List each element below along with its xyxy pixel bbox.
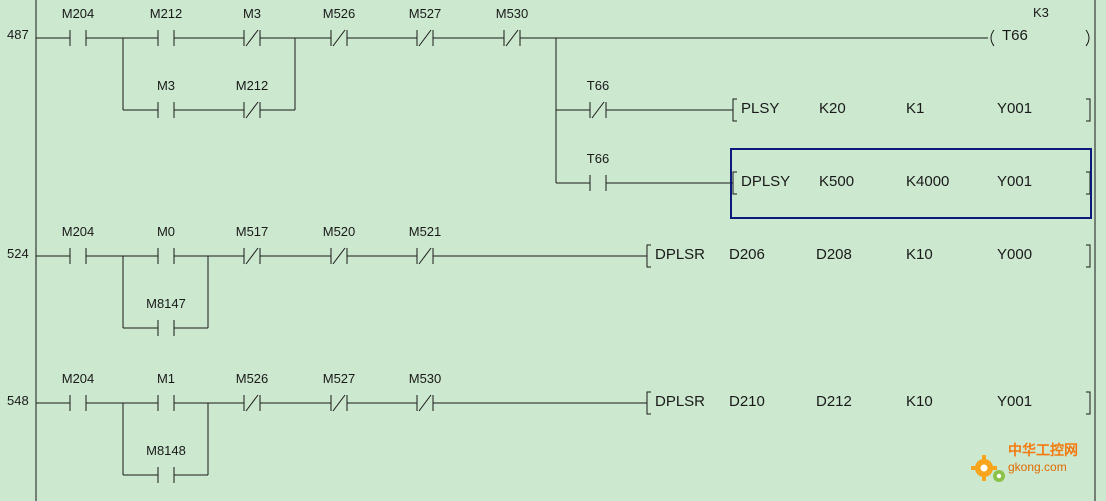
instruction-name[interactable]: DPLSY [741,173,791,190]
contact-label[interactable]: M520 [322,224,356,239]
step-number: 548 [7,393,29,408]
instruction-operand[interactable]: K20 [819,100,846,117]
contact-label[interactable]: M527 [322,371,356,386]
contact-label[interactable]: M8147 [146,296,186,311]
contact-label[interactable]: M8148 [146,443,186,458]
contact-label[interactable]: M212 [149,6,183,21]
contact-label[interactable]: M0 [156,224,176,239]
contact-label[interactable]: M3 [242,6,262,21]
instruction-operand[interactable]: K10 [906,393,933,410]
contact-label[interactable]: M530 [408,371,442,386]
instruction-operand[interactable]: D208 [816,246,852,263]
instruction-operand[interactable]: Y001 [997,173,1033,190]
instruction-name[interactable]: PLSY [741,100,780,117]
rung-524 [36,244,1091,336]
contact-label[interactable]: T66 [586,78,610,93]
rung-548 [36,391,1091,483]
contact-label[interactable]: M526 [235,371,269,386]
step-number: 487 [7,27,29,42]
contact-label[interactable]: T66 [586,151,610,166]
instruction-operand[interactable]: Y000 [997,246,1033,263]
selection-cursor[interactable] [730,148,1092,219]
timer-setting[interactable]: K3 [1033,5,1049,20]
instruction-operand[interactable]: D210 [729,393,765,410]
contact-label[interactable]: M212 [235,78,269,93]
contact-label[interactable]: M517 [235,224,269,239]
contact-label[interactable]: M530 [495,6,529,21]
watermark-site: gkong.com [1008,460,1067,474]
contact-label[interactable]: M526 [322,6,356,21]
instruction-operand[interactable]: K4000 [906,173,950,190]
instruction-operand[interactable]: D206 [729,246,765,263]
instruction-operand[interactable]: K1 [906,100,925,117]
instruction-name[interactable]: DPLSR [655,246,706,263]
instruction-name[interactable]: DPLSR [655,393,706,410]
contact-label[interactable]: M1 [156,371,176,386]
contact-label[interactable]: M521 [408,224,442,239]
contact-label[interactable]: M204 [61,224,95,239]
watermark: 中华工控网 gkong.com [968,438,1096,494]
contact-label[interactable]: M204 [61,371,95,386]
gear-icon [971,455,1005,482]
rung-487 [36,29,1091,195]
instruction-operand[interactable]: K10 [906,246,933,263]
watermark-title: 中华工控网 [1008,442,1078,458]
instruction-operand[interactable]: K500 [819,173,855,190]
instruction-operand[interactable]: Y001 [997,393,1033,410]
instruction-operand[interactable]: Y001 [997,100,1033,117]
step-number: 524 [7,246,29,261]
contact-label[interactable]: M204 [61,6,95,21]
coil-label[interactable]: T66 [1002,27,1028,44]
contact-label[interactable]: M527 [408,6,442,21]
contact-label[interactable]: M3 [156,78,176,93]
instruction-operand[interactable]: D212 [816,393,852,410]
